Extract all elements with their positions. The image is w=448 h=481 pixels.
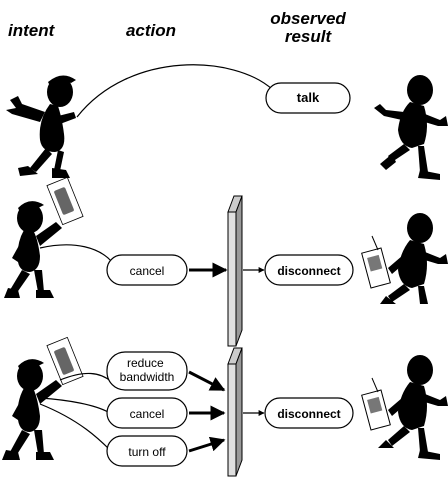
header-action: action	[125, 21, 177, 40]
result-label-disconnect-3: disconnect	[277, 407, 340, 421]
action-label-turn-off: turn off	[128, 445, 166, 459]
person-intent-figure-2	[4, 201, 62, 298]
phone-icon-intent-3	[46, 336, 84, 386]
result-label-disconnect-2: disconnect	[277, 264, 340, 278]
result-box-talk: talk	[265, 82, 351, 114]
connector-talk	[76, 64, 274, 118]
phone-icon-result-3	[361, 377, 391, 431]
header-intent: intent	[8, 21, 55, 40]
connector-cancel-3	[39, 397, 109, 413]
result-box-disconnect-2: disconnect	[264, 254, 354, 286]
action-box-cancel-2: cancel	[106, 254, 188, 286]
phone-icon-result-2	[361, 235, 391, 289]
connector-cancel-2	[39, 244, 113, 263]
connector-turn-off	[39, 403, 111, 451]
action-label-reduce-bandwidth-line-2: bandwidth	[120, 370, 175, 384]
action-label-cancel-3: cancel	[130, 407, 165, 421]
action-box-cancel-3: cancel	[106, 397, 188, 429]
action-label-reduce-bandwidth-line-1: reduce	[127, 356, 164, 370]
wall-panel-3	[227, 347, 243, 477]
person-intent-figure-1	[6, 75, 76, 178]
person-result-figure-3	[378, 355, 448, 460]
person-intent-figure-3	[2, 359, 62, 460]
action-box-turn-off: turn off	[106, 435, 188, 467]
arrow-turn-off-to-wall	[188, 436, 226, 453]
action-label-reduce-bandwidth: reduce bandwidth	[120, 356, 175, 384]
result-box-disconnect-3: disconnect	[264, 397, 354, 429]
person-result-figure-2	[380, 213, 448, 304]
action-label-cancel-2: cancel	[130, 264, 165, 278]
phone-icon-intent-2	[46, 176, 84, 226]
arrow-reduce-bandwidth-to-wall	[188, 370, 226, 392]
person-result-figure-1	[374, 75, 448, 180]
wall-panel-2	[227, 195, 243, 347]
result-label-talk: talk	[297, 90, 320, 105]
action-box-reduce-bandwidth: reduce bandwidth	[106, 351, 188, 391]
